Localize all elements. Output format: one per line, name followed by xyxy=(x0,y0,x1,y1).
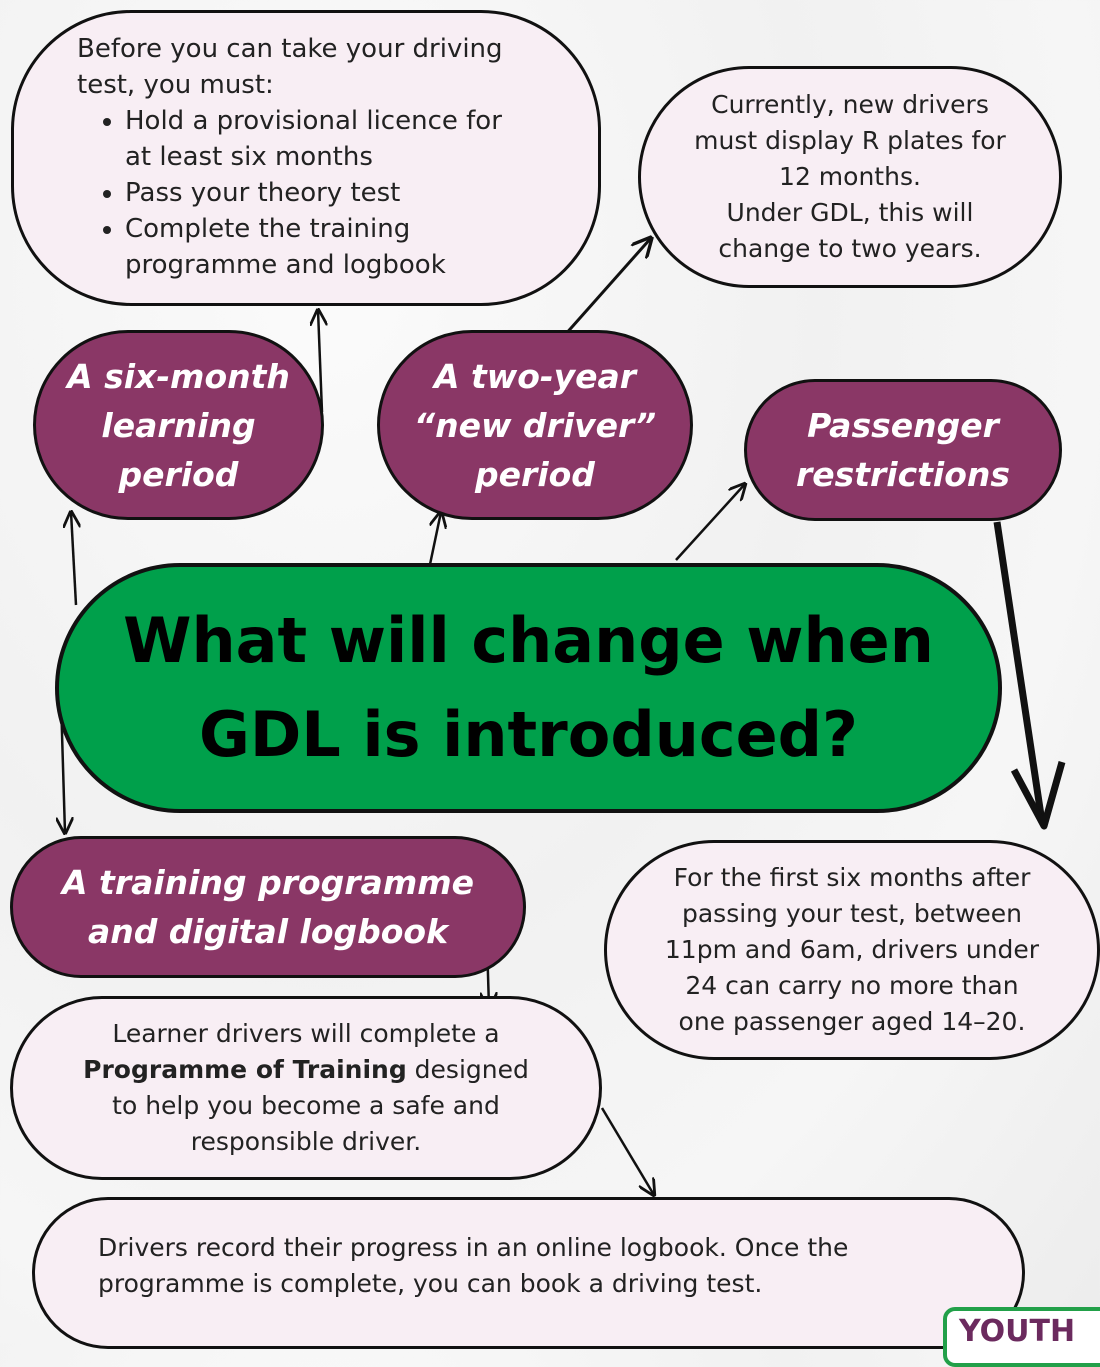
passenger-rules-line-3: 11pm and 6am, drivers under xyxy=(664,935,1040,964)
training-programme-bubble: Learner drivers will complete a Programm… xyxy=(10,996,602,1180)
youth-logo-badge: YOUTH xyxy=(943,1307,1100,1367)
passenger-rules-bubble: For the first six months after passing y… xyxy=(604,840,1100,1060)
heading-two-year-line-1: A two-year xyxy=(433,356,637,396)
passenger-rules-line-5: one passenger aged 14–20. xyxy=(678,1007,1026,1036)
heading-six-month-period: A six-month learning period xyxy=(33,330,324,520)
r-plates-line-3: 12 months. xyxy=(779,162,921,191)
requirement-item-provisional-line-1: Hold a provisional licence for xyxy=(125,106,502,136)
arrow-passenger-to-text-head xyxy=(1010,761,1066,830)
passenger-rules-line-4: 24 can carry no more than xyxy=(685,971,1019,1000)
r-plates-bubble: Currently, new drivers must display R pl… xyxy=(638,66,1062,288)
requirements-bubble: Before you can take your driving test, y… xyxy=(11,10,601,306)
heading-six-month-line-3: period xyxy=(118,454,239,494)
r-plates-line-4: Under GDL, this will xyxy=(726,198,974,227)
training-text-line-2-rest: designed xyxy=(406,1055,529,1084)
passenger-rules-line-2: passing your test, between xyxy=(681,899,1022,928)
center-title-bubble: What will change when GDL is introduced? xyxy=(55,563,1002,813)
heading-two-year-period: A two-year “new driver” period xyxy=(377,330,693,520)
passenger-rules-line-1: For the first six months after xyxy=(673,863,1031,892)
r-plates-line-5: change to two years. xyxy=(718,234,982,263)
arrow-training-text-to-logbook xyxy=(600,1107,654,1195)
arrow-six-month-to-requirements xyxy=(318,310,322,413)
training-text-line-2: Programme of Training designed xyxy=(83,1052,529,1088)
heading-passenger-line-1: Passenger xyxy=(807,406,999,445)
requirements-intro-1: Before you can take your driving xyxy=(77,34,503,64)
heading-training-line-2: and digital logbook xyxy=(87,912,449,951)
r-plates-line-1: Currently, new drivers xyxy=(711,90,989,119)
youth-logo-text: YOUTH xyxy=(959,1314,1076,1349)
arrow-center-to-passenger xyxy=(675,484,745,561)
requirement-item-provisional-line-2: at least six months xyxy=(125,142,373,172)
arrow-two-year-to-rplates xyxy=(554,238,651,346)
requirements-intro-2: test, you must: xyxy=(77,70,274,100)
heading-passenger-line-2: restrictions xyxy=(795,455,1011,494)
requirement-item-training-line-2: programme and logbook xyxy=(125,250,446,280)
heading-training-line-1: A training programme xyxy=(62,863,474,902)
training-text-line-1: Learner drivers will complete a xyxy=(112,1019,500,1048)
center-title-line-1: What will change when xyxy=(123,604,934,677)
logbook-bubble: Drivers record their progress in an onli… xyxy=(32,1197,1025,1349)
requirement-item-theory: Pass your theory test xyxy=(125,175,503,211)
heading-six-month-line-1: A six-month xyxy=(67,356,290,396)
requirement-item-theory-line-1: Pass your theory test xyxy=(125,178,401,208)
logbook-line-1: Drivers record their progress in an onli… xyxy=(98,1233,849,1262)
r-plates-line-2: must display R plates for xyxy=(694,126,1006,155)
requirement-item-training: Complete the training programme and logb… xyxy=(125,211,503,283)
logbook-line-2: programme is complete, you can book a dr… xyxy=(98,1269,763,1298)
center-title-line-2: GDL is introduced? xyxy=(198,698,859,771)
requirement-item-training-line-1: Complete the training xyxy=(125,214,411,244)
heading-six-month-line-2: learning xyxy=(101,405,256,445)
training-text-line-3: to help you become a safe and xyxy=(112,1091,500,1120)
arrow-passenger-to-text xyxy=(993,521,1046,823)
heading-two-year-line-2: “new driver” xyxy=(413,405,657,445)
heading-passenger-restrictions: Passenger restrictions xyxy=(744,379,1062,521)
arrow-center-to-six-month xyxy=(71,512,76,606)
heading-two-year-line-3: period xyxy=(475,454,595,494)
requirements-list: Hold a provisional licence for at least … xyxy=(77,103,503,283)
programme-of-training-bold: Programme of Training xyxy=(83,1055,407,1084)
heading-training-programme: A training programme and digital logbook xyxy=(10,836,526,978)
requirement-item-provisional: Hold a provisional licence for at least … xyxy=(125,103,503,175)
training-text-line-4: responsible driver. xyxy=(190,1127,422,1156)
